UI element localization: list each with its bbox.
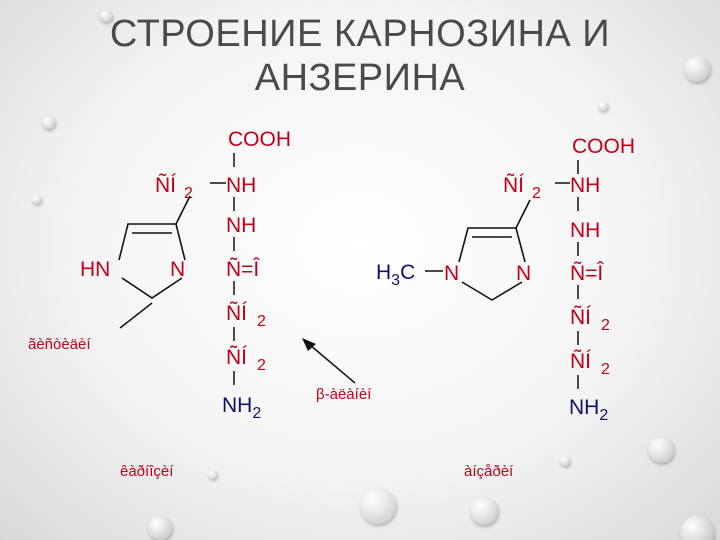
carnosine-nh2: NH2 (222, 394, 261, 422)
water-drop (100, 10, 112, 22)
water-drop (684, 56, 710, 82)
imidazole-ring (118, 223, 186, 261)
beta-alanine-arrow (309, 344, 356, 384)
water-drop (42, 116, 55, 129)
arrow-head (302, 338, 316, 351)
bond (515, 199, 531, 229)
water-drop (148, 516, 172, 540)
methyl-group: H3C (376, 261, 415, 289)
water-drop (32, 195, 41, 204)
anserine-nh-peptide: NH (570, 219, 600, 242)
imidazole-ring-lower (121, 277, 183, 299)
water-drop (680, 516, 714, 540)
bond (175, 195, 191, 225)
anserine-nh-alpha: NH (570, 174, 600, 197)
anserine-cooh: COOH (572, 135, 635, 158)
imidazole-ring (458, 227, 526, 263)
beta-alanine-label: β-àëàíèí (316, 386, 372, 403)
water-drop (560, 456, 570, 466)
anserine-nh2: NH2 (569, 396, 608, 424)
water-drop (208, 470, 217, 479)
water-drop (598, 101, 608, 111)
slide-title: СТРОЕНИЕ КАРНОЗИНА И АНЗЕРИНА (109, 13, 611, 99)
water-drop (648, 437, 674, 463)
carnosine-label: êàðíîçèí (120, 463, 174, 480)
carnosine-carbonyl: Ñ=Î (226, 257, 260, 281)
histidine-label: ãèñòèäèí (28, 336, 91, 353)
carnosine-ring-hn: HN (80, 258, 110, 281)
water-drop (360, 488, 396, 524)
anserine-carbonyl: Ñ=Î (570, 261, 604, 285)
anserine-ring-n2: N (516, 262, 531, 285)
anserine-ring-n1: N (444, 262, 459, 285)
carnosine-nh-peptide: NH (226, 214, 256, 237)
anserine-label: àíçåðèí (464, 463, 514, 480)
carnosine-nh-alpha: NH (226, 174, 256, 197)
imidazole-ring-lower (461, 281, 523, 301)
carnosine-ring-n: N (170, 258, 185, 281)
pointer-line (119, 302, 153, 329)
carnosine-cooh: COOH (228, 128, 291, 151)
water-drop (470, 497, 498, 525)
